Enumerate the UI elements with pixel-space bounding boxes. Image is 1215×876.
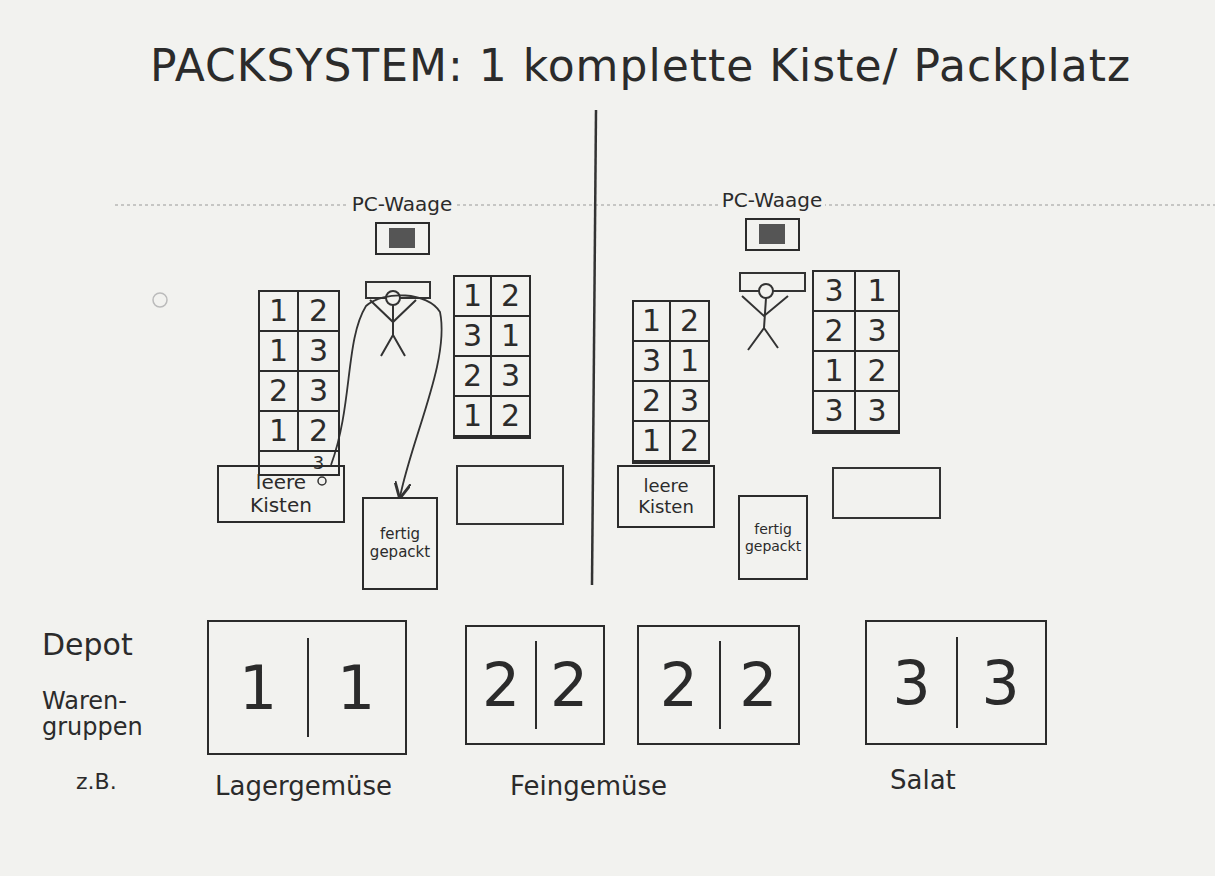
rack-number: 2 xyxy=(671,302,708,342)
depot-bin: 11 xyxy=(207,620,407,755)
bin-divider xyxy=(535,641,537,729)
crate-rack: 121323123 xyxy=(258,290,340,476)
diagram-title: PACKSYSTEM: 1 komplette Kiste/ Packplatz xyxy=(150,40,1131,91)
rack-number: 3 xyxy=(455,317,492,357)
bin-divider xyxy=(956,637,958,729)
scale-station: PC-Waage xyxy=(345,192,459,255)
rack-number: 3 xyxy=(299,372,338,412)
rack-number: 2 xyxy=(455,357,492,397)
rack-number: 1 xyxy=(492,317,529,357)
box-text-group: leere Kisten xyxy=(225,471,337,517)
group-number: 2 xyxy=(467,655,535,715)
box-text-group: leere Kisten xyxy=(625,476,707,517)
rack-number: 1 xyxy=(634,422,671,462)
box-text-group: fertig gepackt xyxy=(370,526,430,561)
person-figure xyxy=(370,300,416,356)
depot-bin: 22 xyxy=(465,625,605,745)
scale-display xyxy=(389,228,415,248)
rack-number: 3 xyxy=(814,272,856,312)
group-number: 1 xyxy=(307,658,405,718)
rack-number: 1 xyxy=(671,342,708,382)
divider-line xyxy=(592,110,596,585)
rack-number: 2 xyxy=(634,382,671,422)
person-head xyxy=(759,284,773,298)
rack-number: 3 xyxy=(814,392,856,432)
group-number: 2 xyxy=(719,655,799,715)
rack-number: 2 xyxy=(492,397,529,437)
packed-crate-box: fertig gepackt xyxy=(738,495,808,580)
empty-crates-box: leere Kisten xyxy=(617,465,715,528)
bin-divider xyxy=(307,638,309,738)
rack-number: 2 xyxy=(299,292,338,332)
empty-crates-box: leere Kisten xyxy=(217,465,345,523)
rack-number: 3 xyxy=(634,342,671,382)
paper-mark xyxy=(153,293,167,307)
rack-number: 1 xyxy=(814,352,856,392)
bin-divider xyxy=(719,641,721,729)
box-text: leere Kisten xyxy=(225,471,337,517)
group-number: 2 xyxy=(639,655,719,715)
scale-display xyxy=(759,224,785,244)
scale-label: PC-Waage xyxy=(349,192,455,216)
rack-number: 2 xyxy=(856,352,898,392)
rack-number: 1 xyxy=(455,397,492,437)
section-label: Waren- gruppen xyxy=(42,688,137,741)
rack-number: 2 xyxy=(671,422,708,462)
person-head xyxy=(386,291,400,305)
rack-number: 3 xyxy=(492,357,529,397)
section-label: Depot xyxy=(42,628,133,661)
rack-number: 2 xyxy=(299,412,338,452)
group-label: Lagergemüse xyxy=(215,772,392,801)
fold-line xyxy=(115,204,1215,205)
packed-crate-box: fertig gepackt xyxy=(362,497,438,590)
rack-number: 3 xyxy=(856,392,898,432)
group-label: Feingemüse xyxy=(510,772,667,801)
rack-number: 3 xyxy=(299,332,338,372)
rack-number: 1 xyxy=(455,277,492,317)
group-label: Salat xyxy=(890,766,956,795)
rack-number: 1 xyxy=(856,272,898,312)
rack-number: 2 xyxy=(492,277,529,317)
rack-number: 1 xyxy=(260,412,299,452)
person-figure xyxy=(742,296,788,350)
rack-number: 3 xyxy=(671,382,708,422)
depot-bin: 33 xyxy=(865,620,1047,745)
rack-number: 2 xyxy=(260,372,299,412)
crate-rack: 12312312 xyxy=(632,300,710,464)
rack-number: 3 xyxy=(856,312,898,352)
group-number: 2 xyxy=(535,655,603,715)
rack-number: 1 xyxy=(260,292,299,332)
group-number: 3 xyxy=(956,653,1045,713)
group-number: 1 xyxy=(209,658,307,718)
box-text: fertig gepackt xyxy=(370,526,430,561)
depot-bin: 22 xyxy=(637,625,800,745)
flow-arrow xyxy=(331,295,442,497)
empty-crate-box xyxy=(833,468,940,518)
scale-device xyxy=(375,222,430,255)
box-text: leere Kisten xyxy=(625,476,707,517)
section-label: z.B. xyxy=(76,770,117,794)
rack-number: 1 xyxy=(260,332,299,372)
crate-rack: 12312312 xyxy=(453,275,531,439)
scale-device xyxy=(745,218,800,251)
group-number: 3 xyxy=(867,653,956,713)
box-text-group: fertig gepackt xyxy=(745,521,801,553)
scale-station: PC-Waage xyxy=(715,188,829,251)
rack-number: 2 xyxy=(814,312,856,352)
box-text: fertig gepackt xyxy=(745,521,801,553)
start-mark xyxy=(318,477,326,485)
crate-rack: 31231233 xyxy=(812,270,900,434)
empty-crate-box xyxy=(457,466,563,524)
scale-label: PC-Waage xyxy=(719,188,825,212)
rack-number: 1 xyxy=(634,302,671,342)
